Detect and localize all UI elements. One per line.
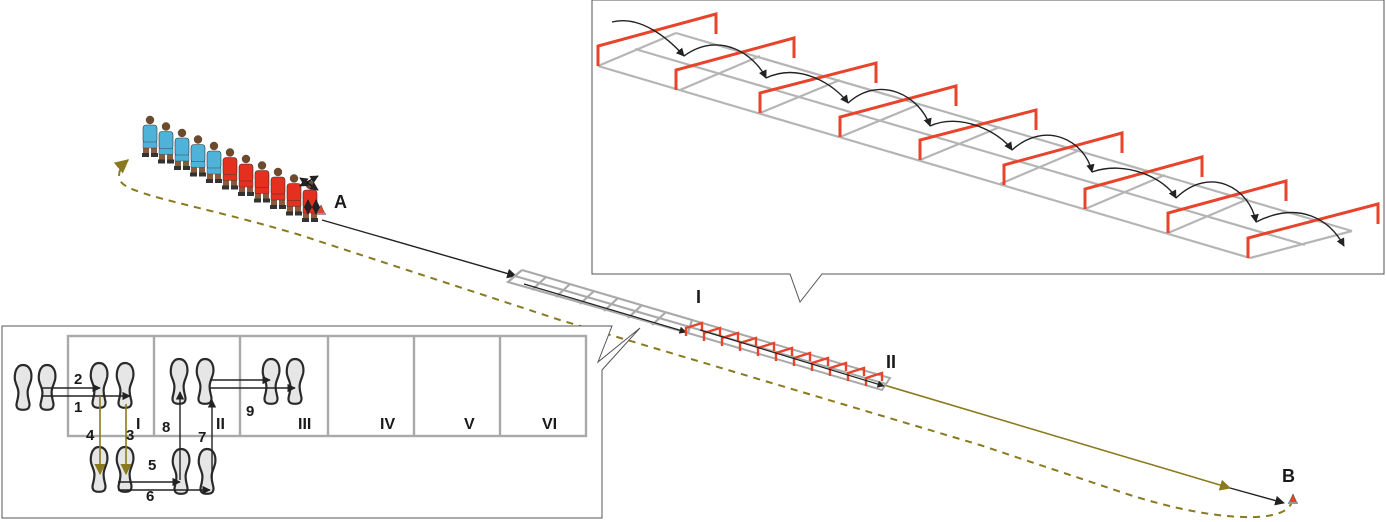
column-label-4: IV [380, 416, 395, 433]
player-figure [206, 141, 222, 183]
step-label-8: 8 [162, 419, 170, 436]
run-path-to-ladder [321, 219, 517, 279]
ladder-run-arrow [523, 283, 687, 334]
step-label-3: 3 [126, 427, 134, 444]
hurdle-run-arrow [699, 329, 885, 388]
step-label-6: 6 [146, 488, 154, 505]
column-label-2: II [216, 416, 225, 433]
player-figure [142, 115, 158, 157]
player-figure [222, 148, 238, 190]
player-figure [174, 128, 190, 170]
run-path-to-b [883, 384, 1232, 491]
player-figure [190, 135, 206, 177]
footwork-detail-inset: I II III IV V VI [1, 325, 641, 519]
return-path [113, 159, 1293, 519]
column-label-6: VI [542, 416, 557, 433]
section-two-label: II [886, 352, 896, 372]
players-queue [142, 115, 321, 222]
step-label-5: 5 [148, 457, 156, 474]
column-label-5: V [464, 416, 475, 433]
run-path-final [1229, 487, 1285, 506]
ladder-section-one [505, 268, 694, 335]
player-figure [238, 154, 254, 196]
point-a-label: A [334, 192, 347, 212]
cone-a [316, 204, 326, 215]
section-one-label: I [696, 287, 701, 307]
step-label-7: 7 [198, 429, 206, 446]
step-label-9: 9 [246, 403, 254, 420]
column-label-3: III [298, 416, 311, 433]
column-label-1: I [136, 416, 140, 433]
ladder-section-two [684, 319, 892, 392]
player-figure [254, 161, 270, 203]
step-label-2: 2 [74, 371, 82, 388]
hurdle-detail-inset [591, 0, 1385, 304]
player-figure [286, 174, 302, 216]
point-b-label: B [1282, 466, 1295, 486]
player-figure [158, 122, 174, 164]
cone-b [1288, 493, 1298, 504]
step-label-4: 4 [86, 427, 95, 444]
player-figure [270, 167, 286, 209]
runner-motion-arrows [299, 175, 321, 215]
step-label-1: 1 [74, 399, 82, 416]
